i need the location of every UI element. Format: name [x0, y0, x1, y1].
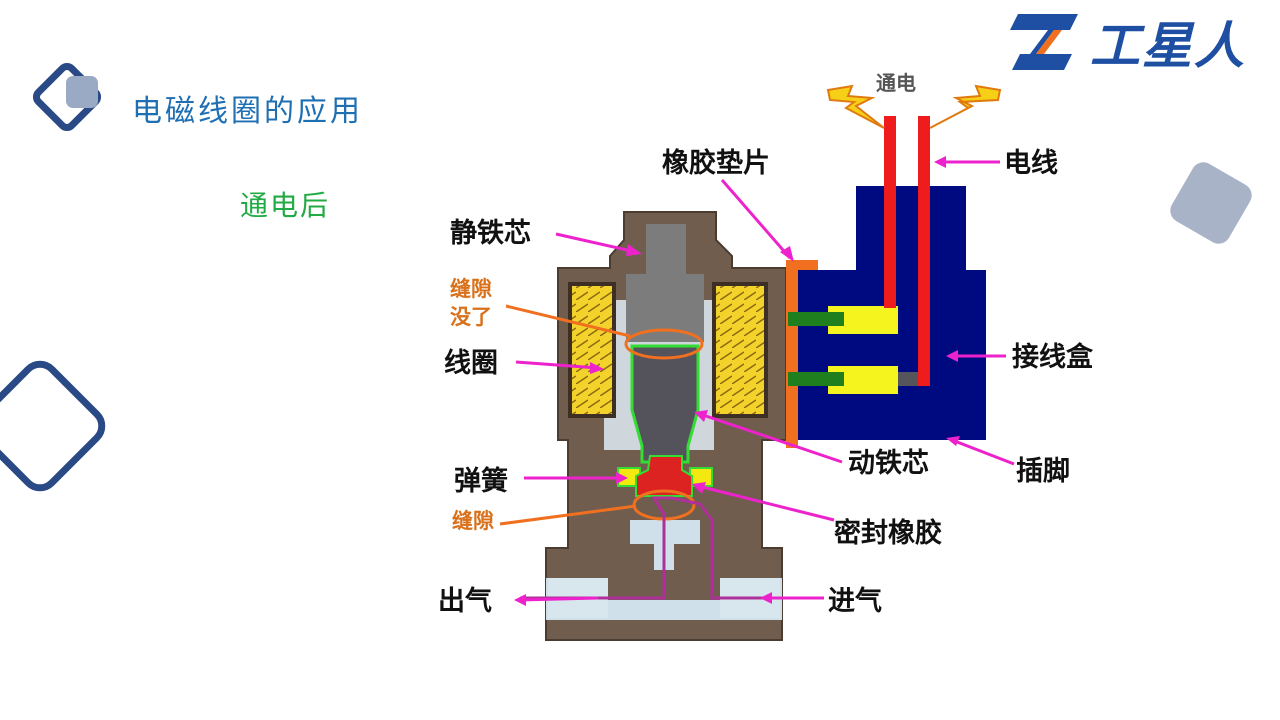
- moving-core: [630, 344, 700, 464]
- label-wire: 电线: [1004, 148, 1058, 179]
- wire-right: [918, 116, 930, 386]
- pointer-arrows: [515, 160, 1015, 602]
- label-pin: 插脚: [1016, 456, 1070, 487]
- static-core: [626, 224, 704, 342]
- terminal-bottom-pin: [788, 372, 844, 386]
- label-coil: 线圈: [444, 348, 498, 379]
- label-gap-gone-1: 缝隙: [450, 277, 492, 301]
- logo-text: 工星人: [1090, 17, 1246, 75]
- label-gap: 缝隙: [452, 509, 494, 533]
- lightning-left-icon: [826, 84, 885, 129]
- terminal-bottom-nut: [898, 372, 924, 386]
- seal-rubber: [635, 455, 693, 497]
- gap-pointer-lines: [499, 304, 637, 526]
- slide-title: 电磁线圈的应用: [132, 94, 363, 129]
- label-inlet: 进气: [828, 586, 882, 617]
- airflow-path: [520, 496, 770, 600]
- wire-left: [884, 116, 896, 308]
- label-static-core: 静铁芯: [450, 218, 531, 249]
- logo-icon: [1010, 10, 1084, 72]
- label-moving-core: 动铁芯: [848, 448, 929, 479]
- lightning-right-icon: [929, 84, 1002, 129]
- label-power: 通电: [876, 71, 916, 95]
- terminal-top-pin: [788, 312, 844, 326]
- coil-left: [568, 282, 616, 418]
- label-outlet: 出气: [438, 586, 492, 617]
- slide-subtitle: 通电后: [240, 189, 331, 222]
- label-seal-rubber: 密封橡胶: [834, 517, 942, 549]
- pointer-arrowheads: [514, 156, 960, 606]
- rubber-gasket: [786, 260, 798, 448]
- label-junction-box: 接线盒: [1012, 341, 1094, 373]
- rubber-gasket-cap: [790, 260, 818, 270]
- deco-square-top-left-fill: [66, 76, 98, 108]
- label-rubber-gasket: 橡胶垫片: [662, 147, 770, 179]
- gap-closed-highlight: [624, 328, 704, 360]
- coil-right: [712, 282, 768, 418]
- label-spring: 弹簧: [454, 465, 508, 497]
- label-gap-gone-2: 没了: [450, 305, 492, 329]
